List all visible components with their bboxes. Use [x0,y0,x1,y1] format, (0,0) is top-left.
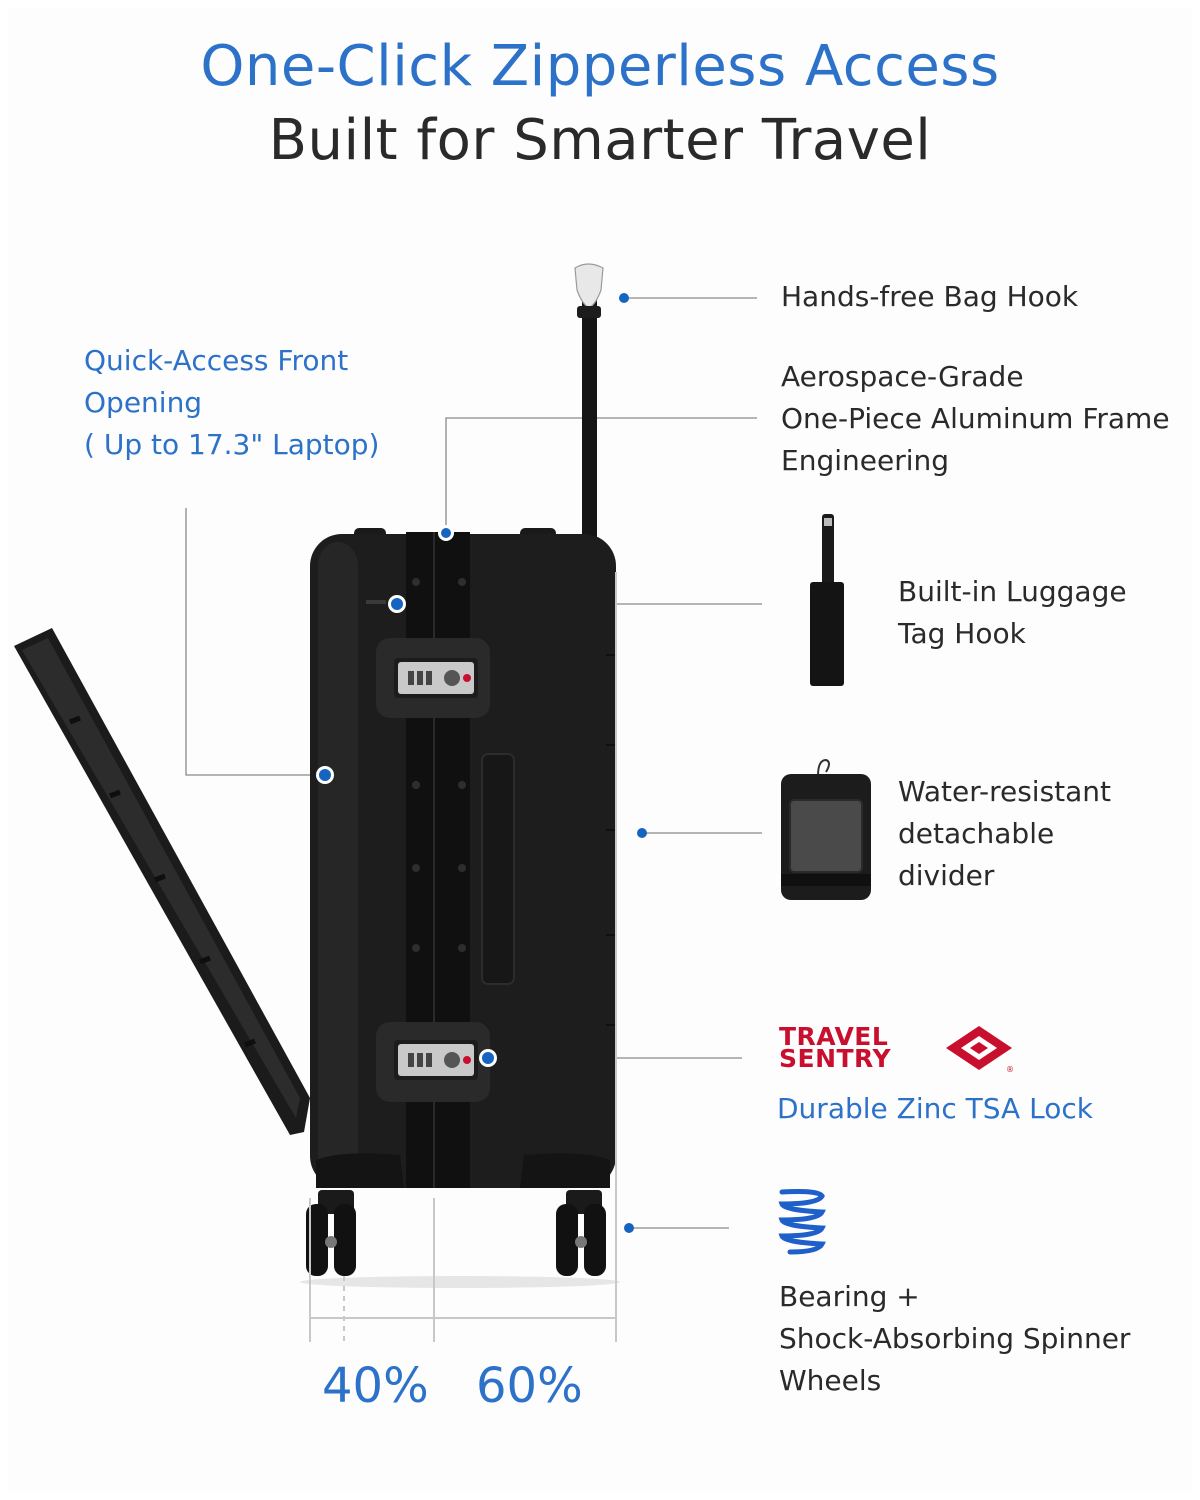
callout-dots [316,293,647,1233]
bag-hook-knob [574,263,604,309]
label-aluminum-frame: Aerospace-Grade One-Piece Aluminum Frame… [781,360,1170,477]
spring-icon [778,1189,826,1255]
split-left-percent: 40% [322,1358,429,1414]
callout-line-frame [445,417,757,532]
upper-tsa-lock [376,638,490,718]
page-title: One-Click Zipperless Access [200,34,1000,99]
callout-line-front-opening [185,508,325,776]
side-handle [481,753,515,985]
label-tag-hook: Built-in Luggage Tag Hook [898,575,1127,650]
callout-dot-tag-hook [391,598,403,610]
label-spinner-wheels: Bearing + Shock-Absorbing Spinner Wheels [779,1280,1131,1397]
travel-sentry-logo-mark: ® [946,1026,1014,1074]
spinner-wheels [300,1190,620,1288]
label-divider: Water-resistant detachable divider [898,775,1112,892]
divider-image [781,758,871,900]
front-lid [14,628,310,1135]
telescopic-handle [574,263,604,541]
luggage-tag-image [810,514,844,686]
svg-text:®: ® [1006,1065,1014,1074]
callout-dot-front-opening [319,769,331,781]
label-tsa-lock: Durable Zinc TSA Lock [777,1092,1093,1125]
callout-dot-divider [637,828,647,838]
label-front-opening: Quick-Access Front Opening ( Up to 17.3"… [84,344,380,461]
callout-dot-bag-hook [619,293,629,303]
travel-sentry-logo-text: TRAVEL SENTRY [779,1022,892,1073]
suitcase-shell [310,528,616,1188]
callout-dot-frame [441,528,451,538]
split-dimension-lines [309,572,617,1342]
callout-dot-lock [482,1052,494,1064]
callout-dot-wheels [624,1223,634,1233]
split-right-percent: 60% [476,1358,583,1414]
lower-tsa-lock [376,1022,490,1102]
tag-hook-slot [366,600,386,604]
label-bag-hook: Hands-free Bag Hook [781,280,1079,313]
page-subtitle: Built for Smarter Travel [268,108,932,173]
